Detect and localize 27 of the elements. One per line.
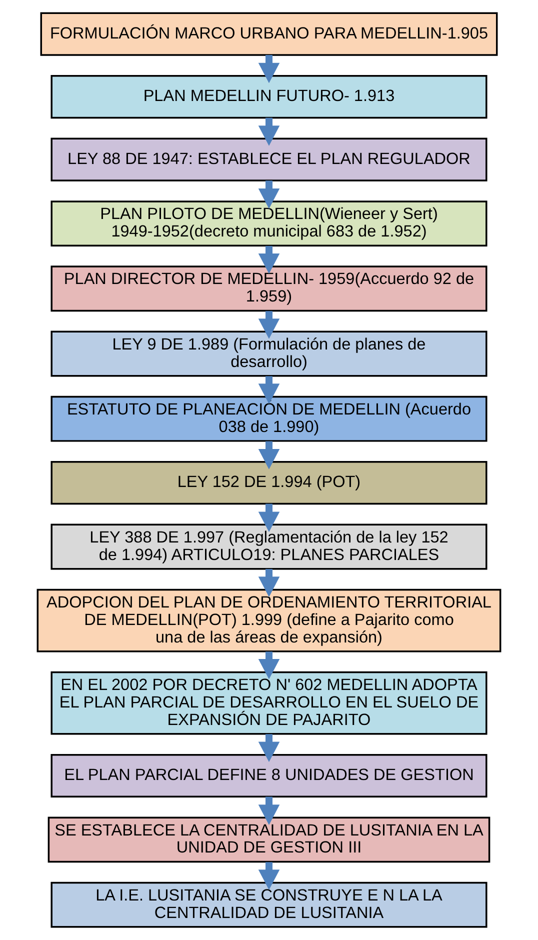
- arrow: [258, 118, 280, 146]
- node-box: SE ESTABLECE LA CENTRALIDAD DE LUSITANIA EN LA UNIDAD DE GESTION III: [48, 816, 490, 863]
- arrow: [258, 652, 280, 680]
- arrow: [258, 246, 280, 274]
- node-box: PLAN PILOTO DE MEDELLIN(Wieneer y Sert) 1949-1952(decreto municipal 683 de 1.952): [50, 200, 488, 246]
- node-box: LEY 88 DE 1947: ESTABLECE EL PLAN REGULADOR: [50, 138, 488, 182]
- node-box: FORMULACIÓN MARCO URBANO PARA MEDELLIN-1.905: [40, 12, 498, 56]
- arrow: [258, 734, 280, 762]
- arrow: [258, 862, 280, 890]
- arrow: [258, 180, 280, 209]
- node-box: EL PLAN PARCIAL DEFINE 8 UNIDADES DE GESTION: [50, 754, 488, 798]
- node-box: EN EL 2002 POR DECRETO N' 602 MEDELLIN ADOPTA EL PLAN PARCIAL DE DESARROLLO EN EL SUELO DE EXPANSIÓN DE PAJARITO: [50, 671, 488, 735]
- node-box: LEY 9 DE 1.989 (Formulación de planes de desarrollo): [50, 330, 488, 377]
- node-box: PLAN MEDELLIN FUTURO- 1.913: [50, 75, 488, 119]
- arrow: [258, 568, 280, 597]
- node-box: PLAN DIRECTOR DE MEDELLIN- 1959(Accuerdo 92 de 1.959): [50, 266, 488, 312]
- arrow: [258, 441, 280, 470]
- node-box: LA I.E. LUSITANIA SE CONSTRUYE E N LA LA CENTRALIDAD DE LUSITANIA: [50, 882, 488, 928]
- node-box: ADOPCION DEL PLAN DE ORDENAMIENTO TERRITORIAL DE MEDELLIN(POT) 1.999 (define a Pajarito como una de las áreas de expansión): [36, 588, 502, 652]
- arrow: [258, 504, 280, 532]
- arrow: [258, 311, 280, 339]
- node-box: ESTATUTO DE PLANEACIÓN DE MEDELLIN (Acuerdo 038 de 1.990): [50, 396, 488, 442]
- node-box: LEY 388 DE 1.997 (Reglamentación de la ley 152 de 1.994) ARTICULO19: PLANES PARCIALES: [50, 524, 488, 570]
- arrow: [258, 796, 280, 825]
- node-box: LEY 152 DE 1.994 (POT): [50, 460, 488, 505]
- arrow: [258, 376, 280, 404]
- arrow: [258, 55, 280, 84]
